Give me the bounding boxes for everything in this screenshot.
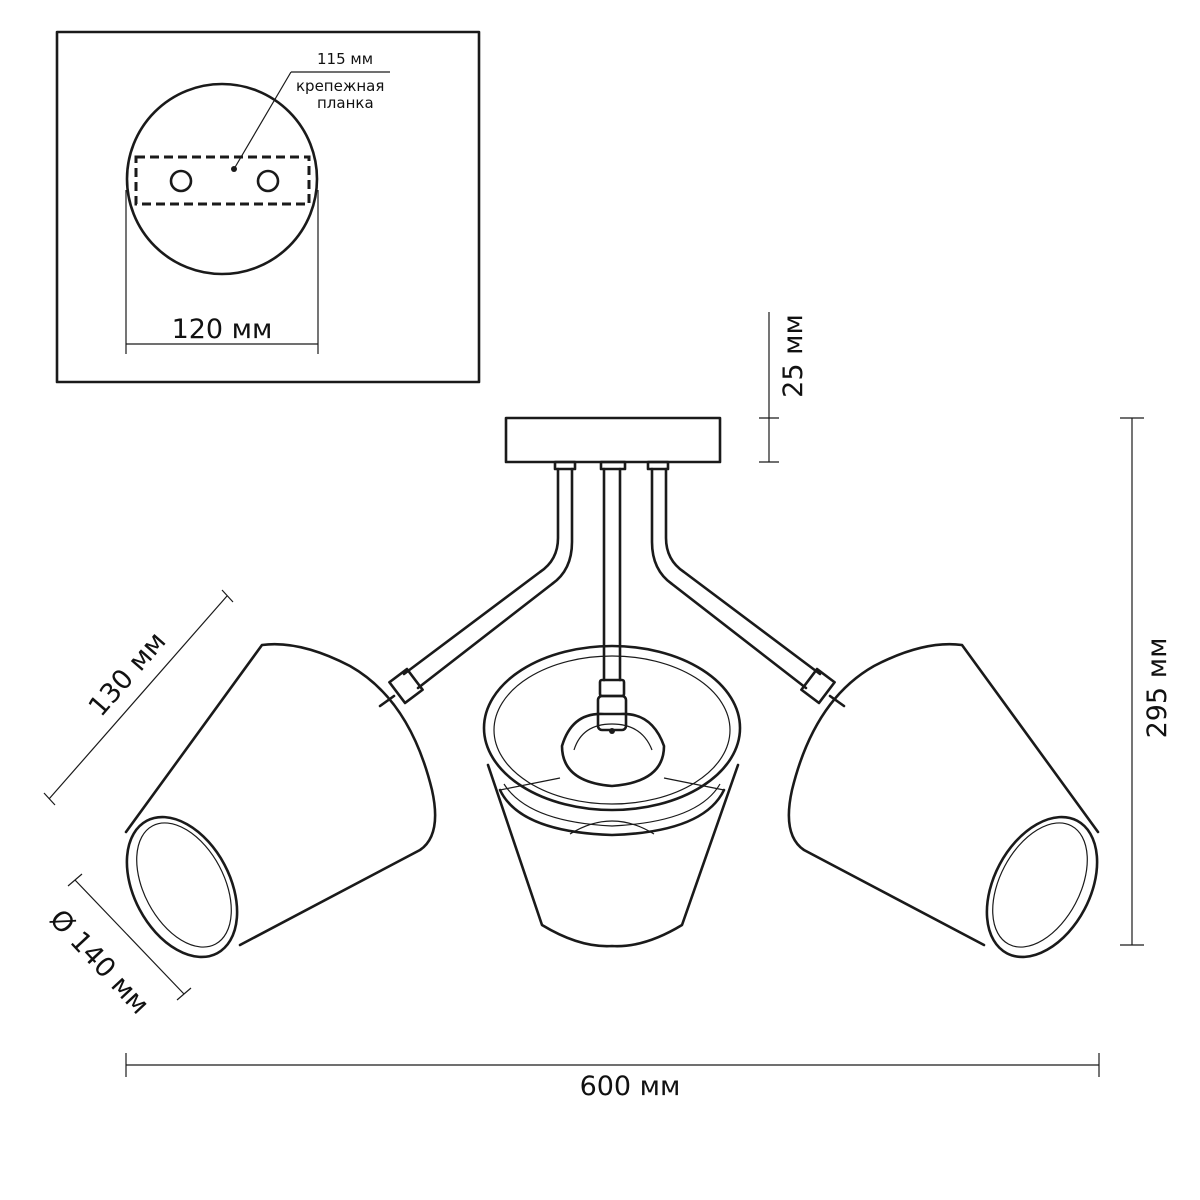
spoke-right	[663, 777, 725, 791]
shade-center-lower-rim-2	[503, 783, 721, 827]
dimension-shade-length: 130 мм	[43, 589, 234, 806]
shade-center-rim-inner	[493, 655, 731, 805]
shade-left-opening-outer	[125, 815, 239, 959]
dim-140-tick-a	[67, 873, 83, 887]
mounting-bracket-dashed	[134, 155, 311, 206]
stem-collar-right	[646, 460, 670, 471]
shade-center	[482, 644, 742, 948]
joint-left	[388, 667, 424, 705]
mounting-hole-left	[169, 169, 193, 193]
ceiling-canopy	[504, 416, 722, 471]
socket-ring	[598, 678, 626, 698]
mounting-hole-right	[256, 169, 280, 193]
dim-140-label: Ø 140 мм	[43, 904, 155, 1021]
mounting-plate-inset: 115 мм крепежная планка 120 мм	[55, 30, 481, 384]
inset-frame	[55, 30, 481, 384]
lamp-arms	[402, 467, 822, 690]
shade-right-opening-outer	[985, 815, 1099, 959]
spoke-left	[499, 777, 561, 791]
arm-right-outer	[664, 467, 822, 676]
joint-left-neck	[378, 694, 396, 708]
canopy-body	[504, 416, 722, 464]
shade-center-lower-rim	[498, 788, 726, 837]
shade-left	[124, 642, 437, 959]
stem-collar-left	[553, 460, 577, 471]
shade-right	[787, 642, 1100, 959]
bracket-name-label-1: крепежная	[296, 77, 384, 95]
shade-center-body	[486, 763, 740, 948]
arm-right-inner	[650, 467, 808, 690]
shade-right-opening-inner	[992, 822, 1088, 948]
inset-width-label: 120 мм	[172, 314, 273, 345]
stem-collar-center	[599, 460, 627, 471]
socket-cup-inner	[573, 723, 653, 751]
shade-left-opening-inner	[136, 822, 232, 948]
bracket-size-label: 115 мм	[317, 50, 373, 68]
canopy-base-circle	[125, 82, 319, 276]
shade-center-rim-outer	[482, 644, 742, 812]
dim-25-label: 25 мм	[778, 314, 809, 398]
leader-line	[233, 71, 292, 170]
dimension-shade-diameter: Ø 140 мм	[43, 873, 192, 1021]
dim-140-line	[74, 879, 185, 995]
dim-295-label: 295 мм	[1142, 638, 1173, 739]
shade-right-body	[787, 642, 1100, 947]
dimension-total-width: 600 мм	[125, 1053, 1100, 1102]
socket-screw	[609, 728, 615, 734]
dim-130-tick-b	[221, 589, 234, 603]
joint-right	[800, 667, 836, 705]
arm-left-inner	[416, 467, 574, 690]
dim-130-tick-a	[43, 792, 56, 806]
bulb-bottom	[569, 820, 655, 835]
arm-left-outer	[402, 467, 560, 676]
bracket-name-label-2: планка	[317, 94, 374, 112]
dimension-total-height: 295 мм	[1120, 417, 1173, 946]
dim-600-label: 600 мм	[580, 1071, 681, 1102]
dimension-canopy-height: 25 мм	[759, 312, 809, 463]
socket-cup	[560, 712, 666, 788]
dim-140-tick-b	[176, 987, 192, 1001]
dim-130-line	[48, 595, 228, 800]
joint-right-neck	[828, 694, 846, 708]
shade-left-body	[124, 642, 437, 947]
